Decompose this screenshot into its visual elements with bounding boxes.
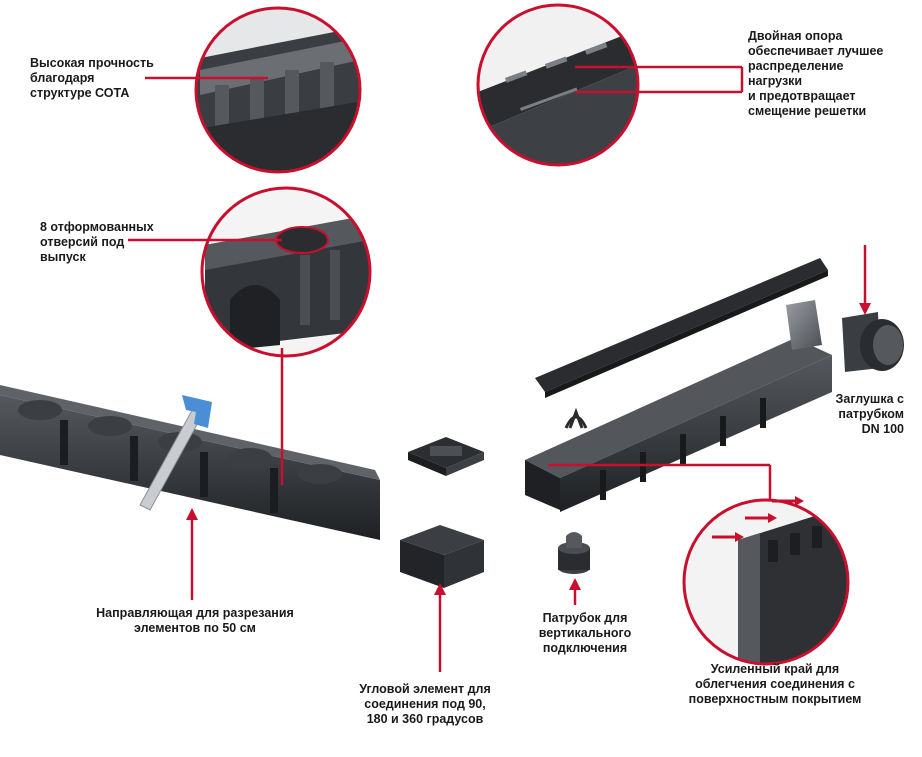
grating-clip-icon bbox=[564, 407, 588, 429]
label-cut-guide: Направляющая для разрезания элементов по… bbox=[96, 606, 294, 635]
leader-lines bbox=[128, 65, 871, 672]
end-cap-outlet bbox=[842, 312, 904, 372]
label-vertical-outlet: Патрубок для вертикального подключения bbox=[538, 611, 632, 655]
detail-circle-double-support bbox=[476, 3, 640, 167]
detail-circle-honeycomb bbox=[194, 6, 362, 174]
label-reinforced-edge: Усиленный край для облегчения соединения… bbox=[688, 662, 862, 706]
end-cap-plain bbox=[786, 300, 822, 350]
main-channel bbox=[525, 338, 832, 512]
detail-circle-edge bbox=[682, 496, 850, 666]
label-honeycomb-strength: Высокая прочность благодаря структуре СО… bbox=[30, 56, 154, 100]
label-corner-element: Угловой элемент для соединения под 90, 1… bbox=[359, 682, 491, 726]
label-double-support: Двойная опора обеспечивает лучшее распре… bbox=[748, 29, 884, 118]
corner-element bbox=[400, 437, 484, 588]
saw-icon bbox=[139, 395, 212, 511]
grating bbox=[535, 258, 828, 398]
detail-circle-outlets bbox=[200, 186, 372, 358]
label-end-cap: Заглушка с патрубком DN 100 bbox=[835, 392, 904, 436]
label-outlets: 8 отформованных отверсий под выпуск bbox=[40, 220, 154, 264]
vertical-outlet bbox=[558, 532, 590, 574]
